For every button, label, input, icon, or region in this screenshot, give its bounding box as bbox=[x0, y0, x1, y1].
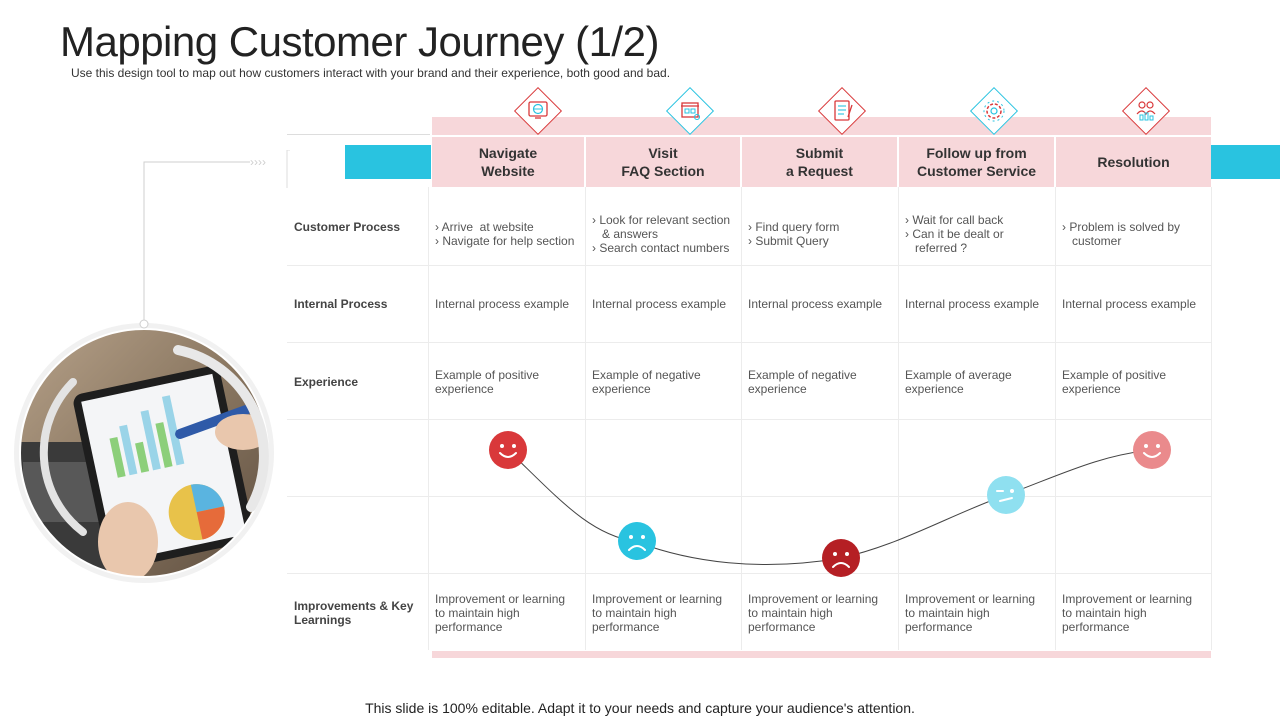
page-title: Mapping Customer Journey (1/2) bbox=[60, 18, 659, 65]
internal-process-cell-5: Internal process example bbox=[1062, 297, 1197, 311]
experience-cell-1: Example of positive experience bbox=[435, 368, 540, 396]
grid-vline bbox=[898, 187, 899, 650]
neutral-face-icon bbox=[987, 476, 1025, 514]
grid-hline bbox=[287, 496, 1211, 497]
right-accent-bar bbox=[1211, 145, 1280, 179]
left-accent-bar bbox=[345, 145, 431, 179]
stage-header-faq: Visit FAQ Section bbox=[586, 137, 740, 187]
grid-hline bbox=[287, 419, 1211, 420]
sad-face-icon bbox=[822, 539, 860, 577]
checklist-icon bbox=[834, 100, 853, 121]
experience-cell-4: Example of average experience bbox=[905, 368, 1012, 396]
grid-hline bbox=[287, 573, 1211, 574]
stage-header-submit: Submit a Request bbox=[742, 137, 897, 187]
chevrons-icon: ›››› bbox=[250, 155, 266, 169]
row-label-experience: Experience bbox=[294, 375, 359, 389]
customer-process-cell-4: › Wait for call back › Can it be dealt o… bbox=[905, 213, 1004, 255]
happy-face-icon bbox=[489, 431, 527, 469]
grid-vline bbox=[585, 187, 586, 650]
row-label-customer-process: Customer Process bbox=[294, 220, 401, 234]
grid-hline bbox=[287, 265, 1211, 266]
store-map-icon bbox=[681, 102, 701, 121]
header-top-strip bbox=[432, 117, 1211, 135]
internal-process-cell-4: Internal process example bbox=[905, 297, 1040, 311]
stage-header-resolution: Resolution bbox=[1056, 137, 1211, 187]
gear-settings-icon bbox=[983, 100, 1005, 122]
improvements-cell-2: Improvement or learning to maintain high… bbox=[592, 592, 723, 634]
experience-cell-3: Example of negative experience bbox=[748, 368, 857, 396]
connector-line: ›››› bbox=[139, 150, 290, 329]
team-chart-icon bbox=[1136, 101, 1156, 121]
footer-note: This slide is 100% editable. Adapt it to… bbox=[365, 700, 915, 716]
customer-process-cell-2: › Look for relevant section & answers › … bbox=[592, 213, 731, 255]
improvements-cell-3: Improvement or learning to maintain high… bbox=[748, 592, 879, 634]
improvements-cell-4: Improvement or learning to maintain high… bbox=[905, 592, 1036, 634]
stage-header-follow-up: Follow up from Customer Service bbox=[899, 137, 1054, 187]
grid-hline bbox=[287, 342, 1211, 343]
grid-vline bbox=[741, 187, 742, 650]
experience-cell-2: Example of negative experience bbox=[592, 368, 701, 396]
connector-top-line bbox=[287, 134, 430, 135]
sad-face-icon bbox=[618, 522, 656, 560]
tablet-chart-photo bbox=[14, 323, 274, 583]
happy-face-icon bbox=[1133, 431, 1171, 469]
customer-process-cell-1: › Arrive at website › Navigate for help … bbox=[435, 220, 575, 248]
table-bottom-strip bbox=[432, 651, 1211, 658]
grid-vline bbox=[1055, 187, 1056, 650]
experience-cell-5: Example of positive experience bbox=[1062, 368, 1167, 396]
internal-process-cell-2: Internal process example bbox=[592, 297, 727, 311]
improvements-cell-5: Improvement or learning to maintain high… bbox=[1062, 592, 1193, 634]
customer-process-cell-5: › Problem is solved by customer bbox=[1062, 220, 1181, 248]
row-label-improvements: Improvements & Key Learnings bbox=[294, 599, 414, 627]
grid-vline bbox=[428, 187, 429, 650]
row-label-internal-process: Internal Process bbox=[294, 297, 388, 311]
internal-process-cell-1: Internal process example bbox=[435, 297, 570, 311]
internal-process-cell-3: Internal process example bbox=[748, 297, 883, 311]
page-subtitle: Use this design tool to map out how cust… bbox=[71, 66, 671, 80]
improvements-cell-1: Improvement or learning to maintain high… bbox=[435, 592, 566, 634]
stage-header-navigate: Navigate Website bbox=[432, 137, 584, 187]
globe-monitor-icon bbox=[528, 101, 548, 119]
grid-vline bbox=[1211, 187, 1212, 650]
photo-circle bbox=[13, 322, 275, 584]
customer-process-cell-3: › Find query form › Submit Query bbox=[748, 220, 840, 248]
